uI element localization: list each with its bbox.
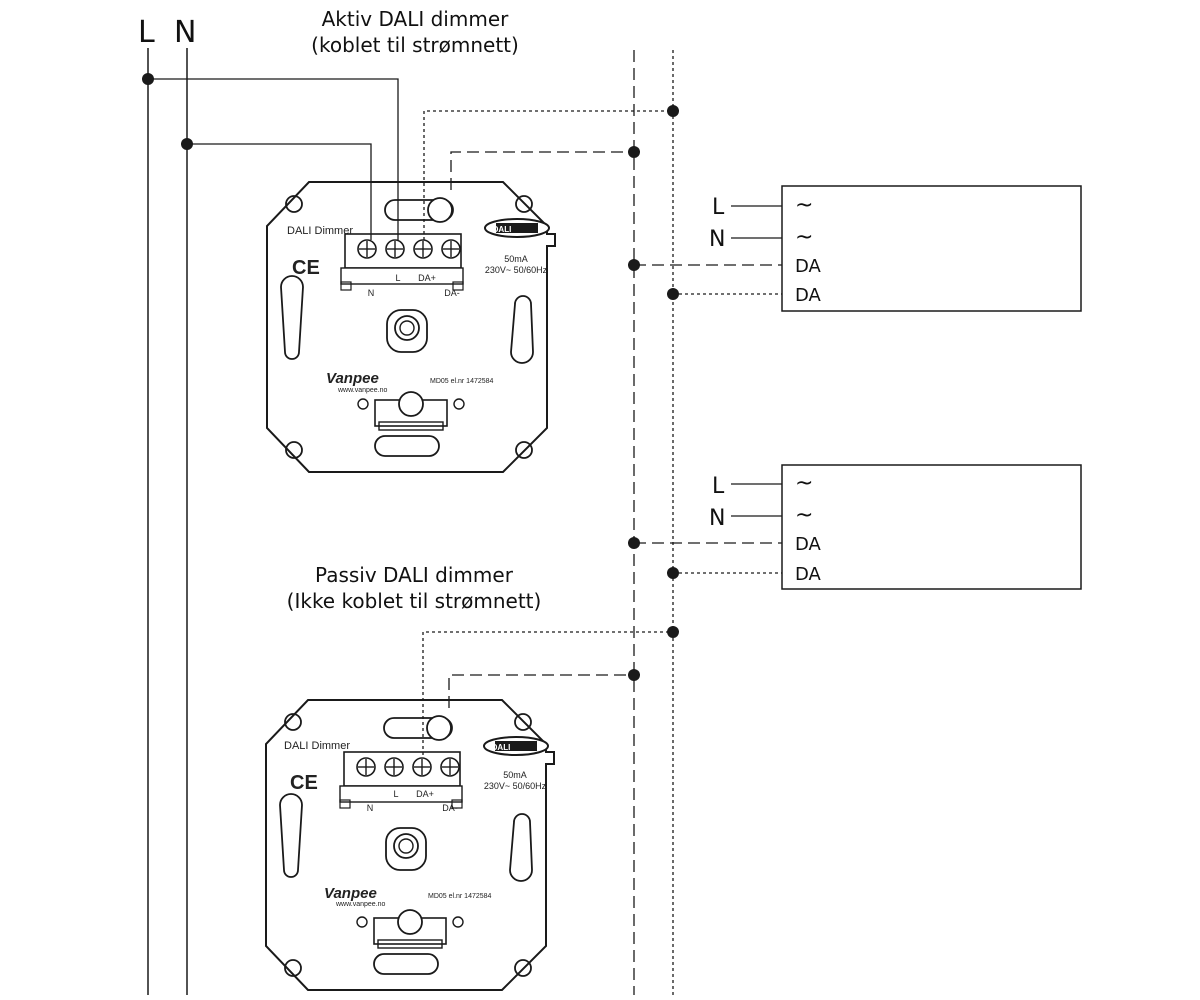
terminal-dap-label: DA+ bbox=[416, 789, 434, 799]
junction-dot bbox=[628, 259, 640, 271]
da-plus-wire bbox=[448, 674, 634, 708]
da-minus-wire bbox=[422, 631, 673, 755]
driver-l-tilde: ~ bbox=[795, 471, 813, 496]
model-number: MD05 el.nr 1472584 bbox=[430, 378, 494, 385]
junction-dot bbox=[181, 138, 193, 150]
driver-l-label: L bbox=[712, 474, 725, 499]
brand-website: www.vanpee.no bbox=[337, 387, 388, 394]
passive-title-line1: Passiv DALI dimmer bbox=[315, 563, 514, 587]
dali-logo: DALI bbox=[493, 225, 512, 234]
model-number: MD05 el.nr 1472584 bbox=[428, 893, 492, 900]
passive-bus-wiring bbox=[422, 631, 673, 755]
ce-mark: CE bbox=[292, 257, 320, 279]
junction-dot bbox=[667, 626, 679, 638]
driver-da1-label: DA bbox=[795, 534, 822, 555]
da-plus-wire bbox=[450, 151, 634, 190]
junction-dot bbox=[667, 105, 679, 117]
rating-voltage: 230V~ 50/60Hz bbox=[484, 781, 547, 791]
driver-l-tilde: ~ bbox=[795, 193, 813, 218]
driver-n-tilde: ~ bbox=[795, 503, 813, 528]
driver-da2-label: DA bbox=[795, 564, 822, 585]
junction-dot bbox=[667, 567, 679, 579]
driver-box bbox=[781, 185, 1082, 312]
n-rail-label: N bbox=[174, 15, 196, 50]
junction-dot bbox=[628, 146, 640, 158]
driver-n-label: N bbox=[709, 506, 725, 531]
driver-n-label: N bbox=[709, 227, 725, 252]
passive-dimmer: DALI Dimmer DALI CE 50mA 230V~ 50/60Hz N… bbox=[265, 699, 555, 991]
mains-rails: L N bbox=[138, 15, 196, 995]
terminal-dap-label: DA+ bbox=[418, 273, 436, 283]
active-bus-wiring bbox=[423, 110, 673, 240]
rating-current: 50mA bbox=[504, 254, 528, 264]
dali-bus bbox=[633, 50, 674, 995]
driver-da2-label: DA bbox=[795, 285, 822, 306]
rating-voltage: 230V~ 50/60Hz bbox=[485, 265, 548, 275]
active-mains-wiring bbox=[148, 78, 399, 240]
passive-title-line2: (Ikke koblet til strømnett) bbox=[287, 589, 542, 613]
terminal-dam-label: DA- bbox=[442, 803, 458, 813]
terminal-n-label: N bbox=[367, 803, 374, 813]
l-rail-label: L bbox=[138, 15, 155, 50]
brand-website: www.vanpee.no bbox=[335, 901, 386, 908]
driver-2: L N ~ ~ DA DA bbox=[634, 464, 1082, 590]
terminal-l-label: L bbox=[393, 789, 398, 799]
junction-dots bbox=[142, 73, 679, 681]
terminal-l-label: L bbox=[395, 273, 400, 283]
driver-n-tilde: ~ bbox=[795, 225, 813, 250]
l-wire bbox=[148, 78, 399, 240]
driver-l-label: L bbox=[712, 195, 725, 220]
junction-dot bbox=[628, 669, 640, 681]
junction-dot bbox=[142, 73, 154, 85]
junction-dot bbox=[667, 288, 679, 300]
driver-box bbox=[781, 464, 1082, 590]
dimmer-name: DALI Dimmer bbox=[284, 740, 350, 752]
active-title-line1: Aktiv DALI dimmer bbox=[322, 7, 510, 31]
driver-1: L N ~ ~ DA DA bbox=[634, 185, 1082, 312]
dimmer-name: DALI Dimmer bbox=[287, 225, 353, 237]
active-title-line2: (koblet til strømnett) bbox=[311, 33, 519, 57]
driver-da1-label: DA bbox=[795, 256, 822, 277]
brand-logo: Vanpee bbox=[324, 885, 377, 902]
rating-current: 50mA bbox=[503, 770, 527, 780]
ce-mark: CE bbox=[290, 772, 318, 794]
junction-dot bbox=[628, 537, 640, 549]
terminal-n-label: N bbox=[368, 288, 375, 298]
active-dimmer: DALI Dimmer DALI CE 50mA 230V~ 50/60Hz N… bbox=[266, 181, 556, 473]
terminal-dam-label: DA- bbox=[444, 288, 460, 298]
n-wire bbox=[187, 143, 372, 240]
dali-logo: DALI bbox=[492, 743, 511, 752]
brand-logo: Vanpee bbox=[326, 370, 379, 387]
da-minus-wire bbox=[423, 110, 673, 240]
